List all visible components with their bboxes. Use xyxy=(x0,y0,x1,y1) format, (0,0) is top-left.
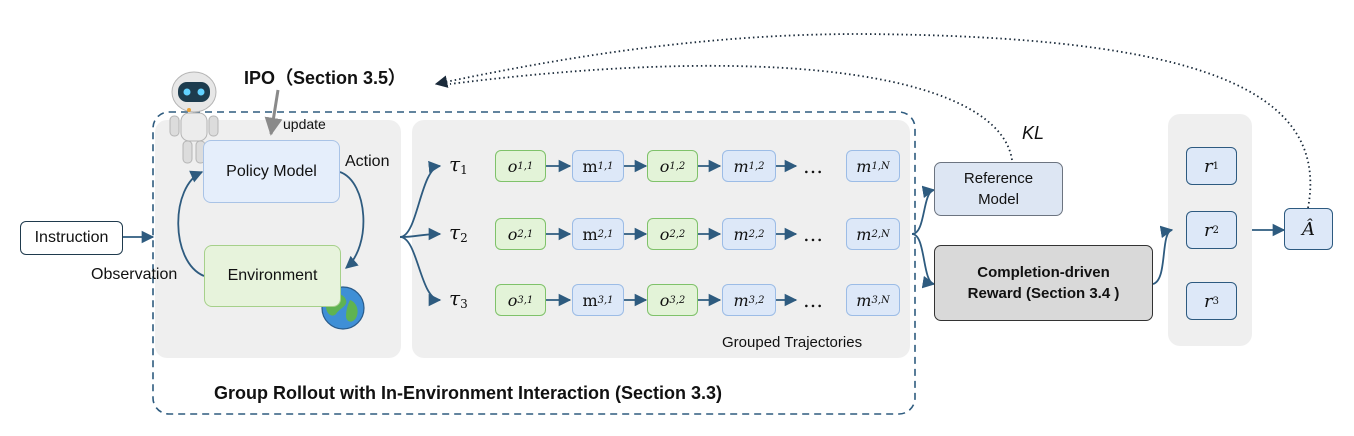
rollout-dashed-border xyxy=(152,111,916,415)
policy-model-box: Policy Model xyxy=(203,140,340,203)
reference-model-box: Reference Model xyxy=(934,162,1063,216)
instruction-box: Instruction xyxy=(20,221,123,255)
robot-icon xyxy=(169,71,219,164)
update-label: update xyxy=(283,116,326,132)
kl-label: KL xyxy=(1022,123,1045,143)
completion-reward-box: Completion-driven Reward (Section 3.4 ) xyxy=(934,245,1153,321)
update-arrow xyxy=(264,89,283,136)
action-label: Action xyxy=(345,153,390,170)
to-reference-arrow xyxy=(911,185,936,235)
tau-1-label: τ1 xyxy=(449,152,468,177)
reward-to-r-arrow xyxy=(1152,225,1174,285)
ellipsis: … xyxy=(803,154,823,178)
grouped-trajectories-label: Grouped Trajectories xyxy=(722,334,863,351)
advantage-node: Â xyxy=(1284,208,1333,250)
ellipsis: … xyxy=(803,288,823,312)
action-loop-arrow xyxy=(339,171,365,269)
ipo-title: IPO（Section 3.5） xyxy=(244,68,407,88)
environment-box: Environment xyxy=(204,245,341,307)
ellipsis: … xyxy=(803,222,823,246)
group-rollout-label: Group Rollout with In-Environment Intera… xyxy=(214,383,723,403)
observation-loop-arrow xyxy=(177,170,205,277)
tau-3-label: τ3 xyxy=(449,286,468,311)
to-reward-arrow xyxy=(911,233,936,289)
observation-label: Observation xyxy=(91,266,178,283)
kl-dotted-line xyxy=(449,64,1013,161)
tau-2-label: τ2 xyxy=(449,220,468,245)
